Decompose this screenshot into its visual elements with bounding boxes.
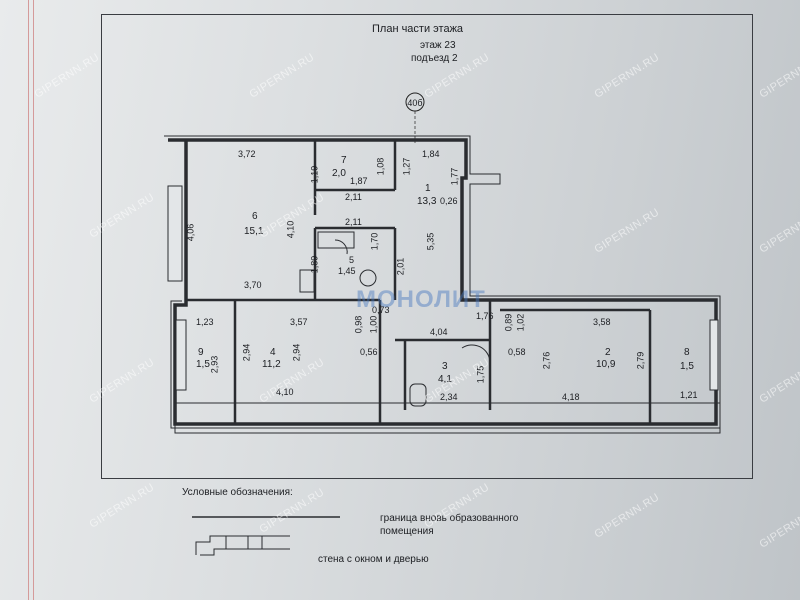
dim: 0,89 <box>503 313 514 332</box>
room-1-number: 1 <box>425 183 431 194</box>
exterior-walls <box>168 138 718 426</box>
dim: 1,27 <box>401 157 412 176</box>
dim: 2,79 <box>635 351 646 370</box>
dim: 0,56 <box>360 347 378 357</box>
dim: 3,58 <box>593 317 611 327</box>
room-3-number: 3 <box>442 361 448 372</box>
room-8-number: 8 <box>684 347 690 358</box>
legend-item1-line2: помещения <box>380 526 434 537</box>
room-6-area: 15,1 <box>244 226 264 237</box>
dim: 4,04 <box>430 327 448 337</box>
dim: 5,35 <box>425 232 436 251</box>
entrance-label: подъезд 2 <box>411 53 458 64</box>
legend-item1-line1: граница вновь образованного <box>380 513 519 524</box>
dim: 2,11 <box>345 192 362 202</box>
room-9-number: 9 <box>198 347 204 358</box>
dim: 2,01 <box>395 257 406 276</box>
dim: 1,70 <box>369 232 380 251</box>
floor-label: этаж 23 <box>420 40 456 51</box>
dim: 2,94 <box>241 343 252 362</box>
dim: 3,72 <box>238 149 256 159</box>
margin-line <box>33 0 34 600</box>
interior-walls <box>186 140 652 424</box>
room-6-number: 6 <box>252 211 258 222</box>
room-3-area: 4,1 <box>438 374 452 385</box>
outer-wall-line <box>164 135 721 429</box>
dim: 1,84 <box>422 149 440 159</box>
bath-fixtures <box>299 231 491 407</box>
room-2-area: 10,9 <box>596 359 616 370</box>
room-7-area: 2,0 <box>332 168 346 179</box>
legend-title: Условные обозначения: <box>182 487 293 498</box>
dim: 1,19 <box>309 165 320 184</box>
dim: 1,23 <box>196 317 214 327</box>
room-5-area: 1,45 <box>338 266 356 276</box>
dim: 3,57 <box>290 317 308 327</box>
dim: 2,76 <box>541 351 552 370</box>
room-4-area: 11,2 <box>262 359 281 370</box>
dim: 2,11 <box>345 217 362 227</box>
dim: 4,10 <box>276 387 294 397</box>
window-openings <box>167 185 719 391</box>
room-4-number: 4 <box>270 347 276 358</box>
dim: 1,89 <box>309 255 320 274</box>
room-7-number: 7 <box>341 155 347 166</box>
dim: 0,73 <box>372 305 390 315</box>
dim: 2,34 <box>440 392 458 402</box>
margin-line <box>28 0 29 600</box>
dim: 0,58 <box>508 347 526 357</box>
dim: 0,98 <box>353 315 364 334</box>
room-5-number: 5 <box>349 255 355 265</box>
legend-item2: стена с окном и дверью <box>318 554 429 565</box>
paper-sheet: План части этажа этаж 23 подъезд 2 <box>10 0 770 600</box>
dim: 1,00 <box>368 315 379 334</box>
room-1-area: 13,3 <box>417 196 437 207</box>
room-8-area: 1,5 <box>680 361 694 372</box>
plan-title: План части этажа <box>372 23 464 35</box>
dim: 1,87 <box>350 176 368 186</box>
axis-circle <box>405 92 425 112</box>
dim: 3,70 <box>244 280 262 290</box>
dim: 1,02 <box>515 313 526 332</box>
dim: 4,18 <box>562 392 580 402</box>
bottom-slab <box>174 402 721 434</box>
drawing-frame <box>101 14 753 479</box>
room-9-area: 1,5 <box>196 359 210 370</box>
company-watermark: МОНОЛИТ <box>356 286 486 313</box>
room-2-number: 2 <box>605 347 611 358</box>
dim: 1,08 <box>375 157 386 176</box>
dim: 1,76 <box>476 311 494 321</box>
dim: 0,26 <box>440 196 458 206</box>
dim: 4,06 <box>185 223 196 242</box>
dim: 2,93 <box>209 355 220 374</box>
dim: 1,77 <box>449 167 460 186</box>
dim: 2,94 <box>291 343 302 362</box>
dim: 1,21 <box>680 390 698 400</box>
